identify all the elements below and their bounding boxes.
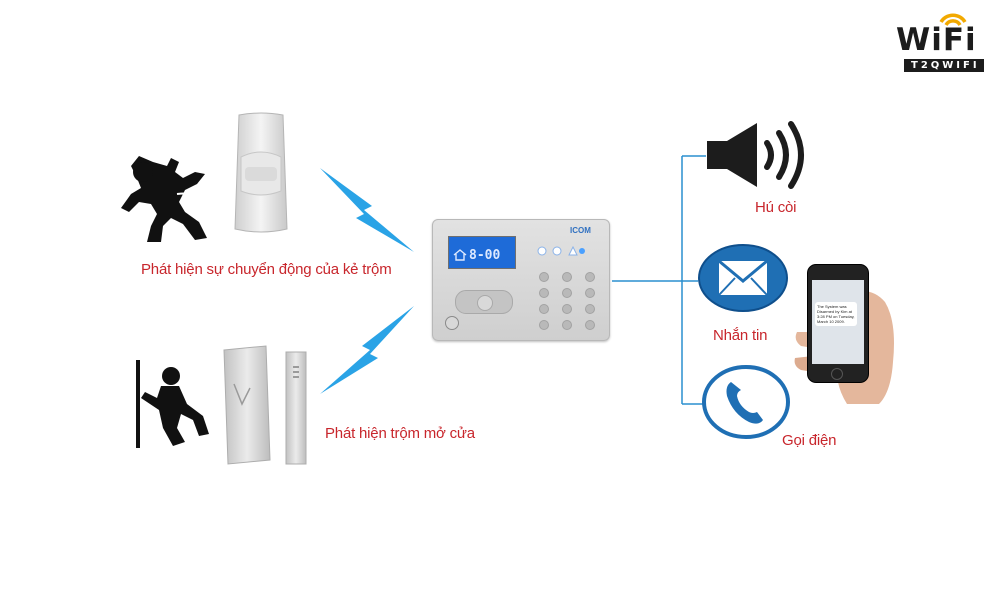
- wifi-logo: WiFi T2QWIFI: [896, 8, 992, 74]
- panel-navigation-pad[interactable]: [455, 290, 513, 314]
- panel-lcd-screen: 8-00: [448, 236, 516, 269]
- wifi-signal-icon: [939, 13, 967, 27]
- door-intruder-silhouette-icon: [136, 360, 209, 448]
- keypad-key[interactable]: [539, 304, 549, 314]
- alarm-control-panel: 8-00 ICOM: [432, 219, 610, 341]
- keypad-key[interactable]: [585, 304, 595, 314]
- door-sensor: [220, 344, 312, 468]
- sms-label: Nhắn tin: [713, 327, 768, 344]
- panel-nav-center[interactable]: [477, 295, 493, 311]
- keypad-key[interactable]: [585, 272, 595, 282]
- panel-lcd-display: 8-00: [469, 248, 501, 263]
- speaker-icon: [707, 121, 804, 189]
- logo-wordmark: WiFi: [896, 22, 977, 58]
- logo-subtitle: T2QWIFI: [904, 59, 984, 72]
- mobile-phone-screen: The System was Disarmed by Kim at 3:28 P…: [812, 280, 864, 364]
- keypad-key[interactable]: [562, 272, 572, 282]
- keypad-key[interactable]: [585, 320, 595, 330]
- call-label: Gọi điện: [782, 432, 837, 449]
- motion-detection-label: Phát hiện sự chuyển động của kẻ trộm: [141, 261, 392, 278]
- wireless-signal-bottom-icon: [320, 306, 414, 394]
- door-detection-label: Phát hiện trộm mở cửa: [325, 425, 475, 442]
- keypad-key[interactable]: [562, 288, 572, 298]
- envelope-icon: [698, 244, 788, 312]
- panel-keypad[interactable]: [537, 270, 597, 332]
- keypad-key[interactable]: [539, 272, 549, 282]
- mobile-phone-in-hand: The System was Disarmed by Kim at 3:28 P…: [793, 262, 898, 404]
- keypad-key[interactable]: [539, 288, 549, 298]
- motion-sensor: [229, 111, 293, 237]
- siren-label: Hú còi: [755, 199, 797, 216]
- keypad-key[interactable]: [585, 288, 595, 298]
- keypad-key[interactable]: [539, 320, 549, 330]
- burglar-silhouette-icon: [121, 156, 207, 242]
- mobile-phone: The System was Disarmed by Kim at 3:28 P…: [807, 264, 869, 383]
- panel-brand: ICOM: [570, 226, 591, 235]
- output-connector-lines: [612, 155, 706, 405]
- keypad-key[interactable]: [562, 304, 572, 314]
- panel-status-icons: [537, 244, 587, 256]
- home-button: [831, 368, 843, 380]
- sms-bubble: The System was Disarmed by Kim at 3:28 P…: [815, 302, 857, 326]
- wireless-signal-top-icon: [320, 168, 414, 252]
- home-icon: [453, 249, 467, 261]
- panel-function-button[interactable]: [445, 316, 459, 330]
- keypad-key[interactable]: [562, 320, 572, 330]
- phone-call-icon: [702, 365, 790, 439]
